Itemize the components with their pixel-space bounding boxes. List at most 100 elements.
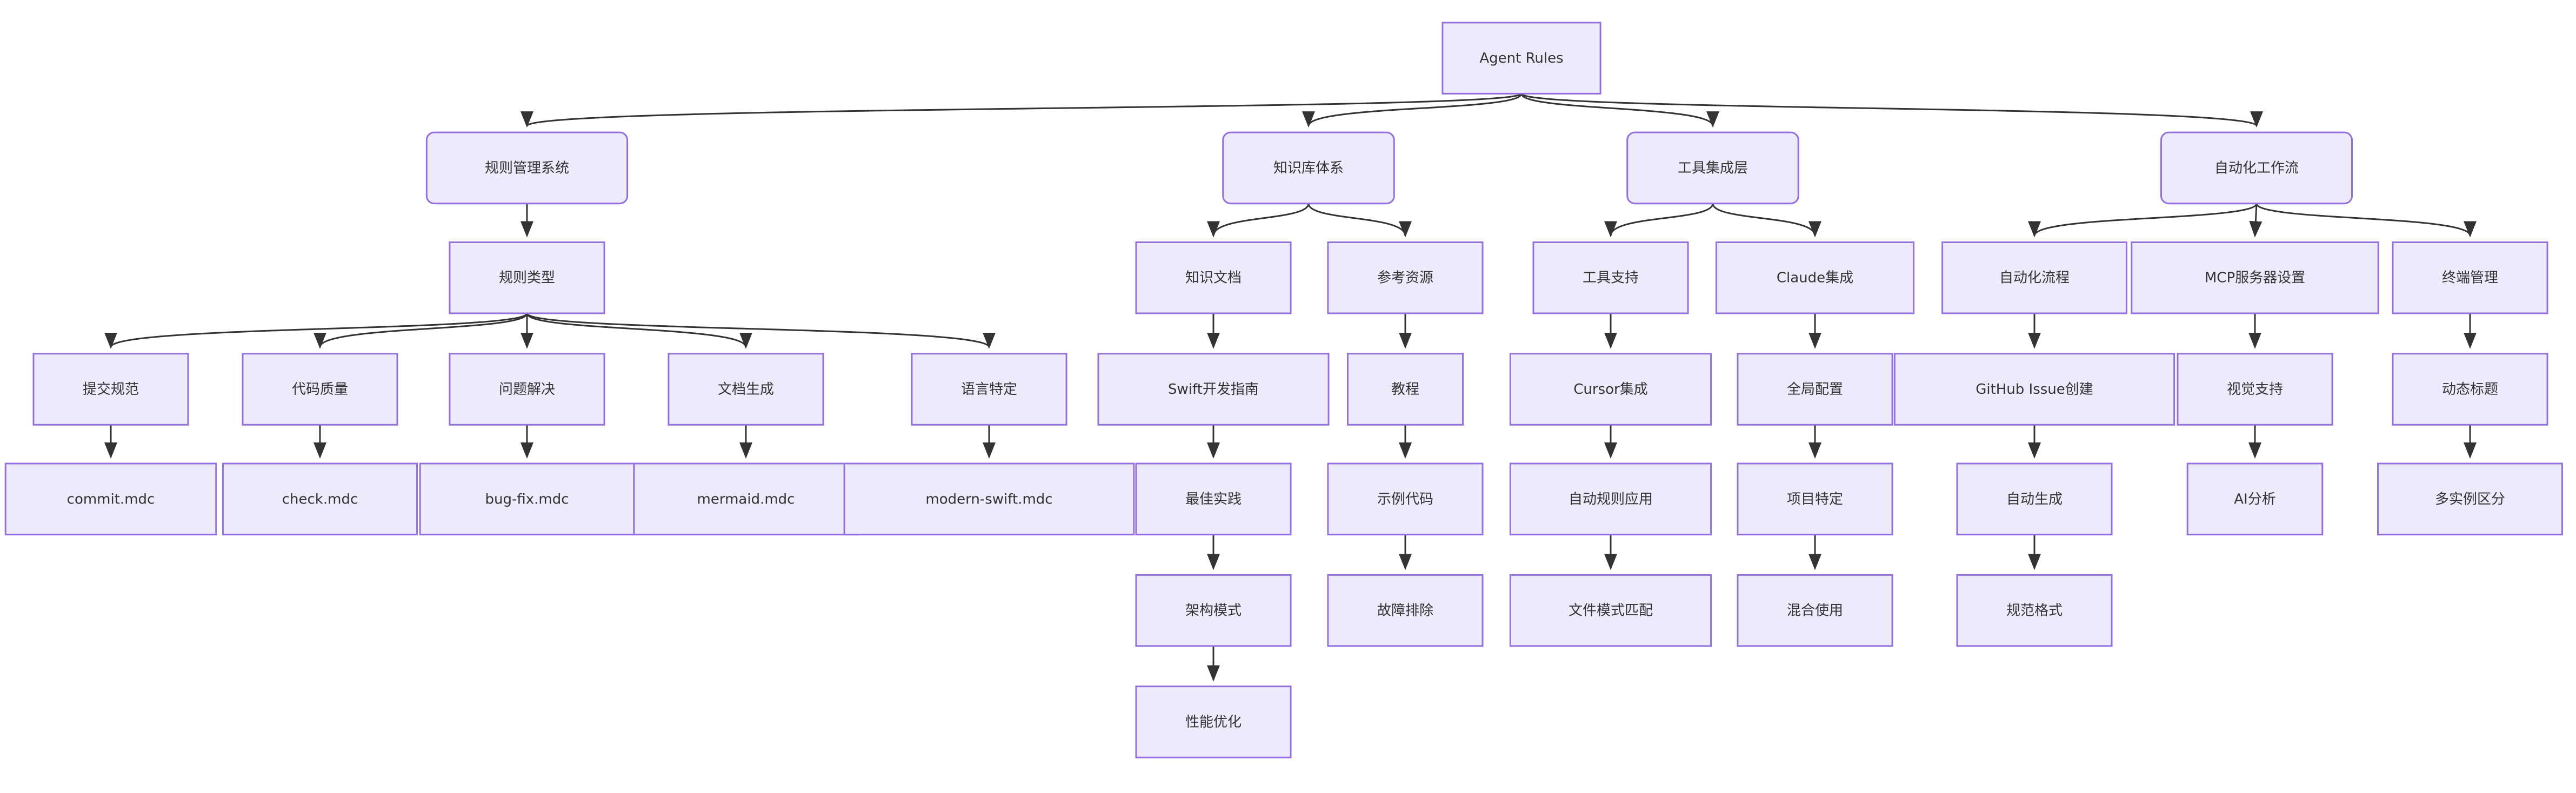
flow-node-rule_types[interactable]: 规则类型: [449, 241, 605, 314]
flow-node-mermaid_mdc[interactable]: mermaid.mdc: [633, 462, 859, 536]
flow-node-mcp_server[interactable]: MCP服务器设置: [2131, 241, 2379, 314]
node-label: 规则管理系统: [485, 160, 569, 176]
flow-node-ref_res[interactable]: 参考资源: [1327, 241, 1484, 314]
flow-node-spec_format[interactable]: 规范格式: [1956, 574, 2113, 647]
flow-edge: [2255, 203, 2477, 238]
flow-node-troubleshoot[interactable]: 故障排除: [1327, 574, 1484, 647]
node-label: 全局配置: [1787, 381, 1843, 398]
flow-node-best_practice[interactable]: 最佳实践: [1135, 462, 1292, 536]
flow-node-kb_docs[interactable]: 知识文档: [1135, 241, 1292, 314]
node-label: 工具集成层: [1678, 160, 1748, 176]
flow-node-rules_mgmt[interactable]: 规则管理系统: [425, 131, 629, 205]
node-shape: [1135, 462, 1292, 536]
node-shape: [2186, 462, 2324, 536]
flow-edge: [1520, 93, 1719, 128]
flow-node-kb_system[interactable]: 知识库体系: [1222, 131, 1395, 205]
flow-node-project_spec[interactable]: 项目特定: [1737, 462, 1893, 536]
node-shape: [1893, 353, 2175, 426]
node-label: 自动化工作流: [2214, 160, 2299, 176]
node-label: modern-swift.mdc: [925, 491, 1052, 507]
flow-node-lang_specific[interactable]: 语言特定: [911, 353, 1067, 426]
node-shape: [449, 353, 605, 426]
flow-node-gh_issue[interactable]: GitHub Issue创建: [1893, 353, 2175, 426]
node-shape: [1135, 574, 1292, 647]
node-shape: [1626, 131, 1799, 205]
flow-node-perf_optimize[interactable]: 性能优化: [1135, 686, 1292, 758]
flow-node-terminal_mgmt[interactable]: 终端管理: [2392, 241, 2548, 314]
node-shape: [843, 462, 1135, 536]
node-shape: [2160, 131, 2353, 205]
flow-node-problem_solve[interactable]: 问题解决: [449, 353, 605, 426]
flow-node-bugfix_mdc[interactable]: bug-fix.mdc: [419, 462, 635, 536]
flow-node-tool_support[interactable]: 工具支持: [1532, 241, 1689, 314]
node-shape: [449, 241, 605, 314]
flow-node-multi_instance[interactable]: 多实例区分: [2377, 462, 2563, 536]
flow-node-auto_workflow[interactable]: 自动化工作流: [2160, 131, 2353, 205]
node-label: 知识文档: [1185, 270, 1242, 286]
node-shape: [1135, 686, 1292, 758]
node-label: Agent Rules: [1479, 50, 1563, 66]
node-label: bug-fix.mdc: [485, 491, 569, 507]
node-label: 性能优化: [1185, 714, 1242, 730]
flow-edge: [1520, 93, 2263, 128]
flow-node-claude_integ[interactable]: Claude集成: [1715, 241, 1915, 314]
node-label: 知识库体系: [1273, 160, 1344, 176]
flow-node-arch_pattern[interactable]: 架构模式: [1135, 574, 1292, 647]
node-label: 自动规则应用: [1569, 491, 1653, 507]
node-label: 项目特定: [1787, 491, 1843, 507]
flow-edge: [2249, 203, 2263, 238]
node-shape: [1509, 353, 1712, 426]
node-label: 架构模式: [1185, 603, 1242, 619]
flow-node-modern_swift[interactable]: modern-swift.mdc: [843, 462, 1135, 536]
node-label: 终端管理: [2442, 270, 2498, 286]
node-label: Cursor集成: [1573, 381, 1647, 398]
flow-node-tutorial[interactable]: 教程: [1346, 353, 1464, 426]
node-label: 提交规范: [83, 381, 139, 398]
flow-node-commit_mdc[interactable]: commit.mdc: [4, 462, 217, 536]
flow-node-auto_flow[interactable]: 自动化流程: [1941, 241, 2127, 314]
node-shape: [1532, 241, 1689, 314]
node-shape: [1135, 241, 1292, 314]
node-shape: [242, 353, 398, 426]
flow-edge: [1604, 203, 1714, 238]
flow-node-doc_gen[interactable]: 文档生成: [668, 353, 824, 426]
node-label: 代码质量: [292, 381, 348, 398]
node-label: 自动生成: [2006, 491, 2063, 507]
node-shape: [2392, 241, 2548, 314]
node-shape: [1737, 574, 1893, 647]
node-label: 文件模式匹配: [1569, 603, 1653, 619]
node-label: 混合使用: [1787, 603, 1843, 619]
flow-node-mixed_use[interactable]: 混合使用: [1737, 574, 1893, 647]
node-label: 示例代码: [1377, 491, 1433, 507]
flow-node-commit_spec[interactable]: 提交规范: [32, 353, 189, 426]
node-shape: [1097, 353, 1330, 426]
flow-node-dyn_title[interactable]: 动态标题: [2392, 353, 2548, 426]
node-label: 最佳实践: [1185, 491, 1242, 507]
flow-node-auto_generate[interactable]: 自动生成: [1956, 462, 2113, 536]
flow-node-cursor_integ[interactable]: Cursor集成: [1509, 353, 1712, 426]
node-label: 自动化流程: [1999, 270, 2070, 286]
flow-node-tool_layer[interactable]: 工具集成层: [1626, 131, 1799, 205]
flow-node-swift_guide[interactable]: Swift开发指南: [1097, 353, 1330, 426]
node-shape: [1509, 574, 1712, 647]
node-shape: [2177, 353, 2333, 426]
flow-node-file_pattern[interactable]: 文件模式匹配: [1509, 574, 1712, 647]
flow-node-check_mdc[interactable]: check.mdc: [222, 462, 418, 536]
flow-node-auto_rule_apply[interactable]: 自动规则应用: [1509, 462, 1712, 536]
node-label: commit.mdc: [67, 491, 155, 507]
node-shape: [911, 353, 1067, 426]
node-shape: [2392, 353, 2548, 426]
node-shape: [1737, 462, 1893, 536]
node-label: 工具支持: [1583, 270, 1639, 286]
edge-layer: [104, 93, 2477, 682]
flow-node-sample_code[interactable]: 示例代码: [1327, 462, 1484, 536]
node-label: GitHub Issue创建: [1976, 381, 2093, 398]
flow-node-ai_analysis[interactable]: AI分析: [2186, 462, 2324, 536]
flow-node-code_quality[interactable]: 代码质量: [242, 353, 398, 426]
node-label: MCP服务器设置: [2205, 270, 2305, 286]
node-shape: [1941, 241, 2127, 314]
flow-node-global_config[interactable]: 全局配置: [1737, 353, 1893, 426]
flow-node-root[interactable]: Agent Rules: [1442, 22, 1601, 95]
flow-node-visual_support[interactable]: 视觉支持: [2177, 353, 2333, 426]
